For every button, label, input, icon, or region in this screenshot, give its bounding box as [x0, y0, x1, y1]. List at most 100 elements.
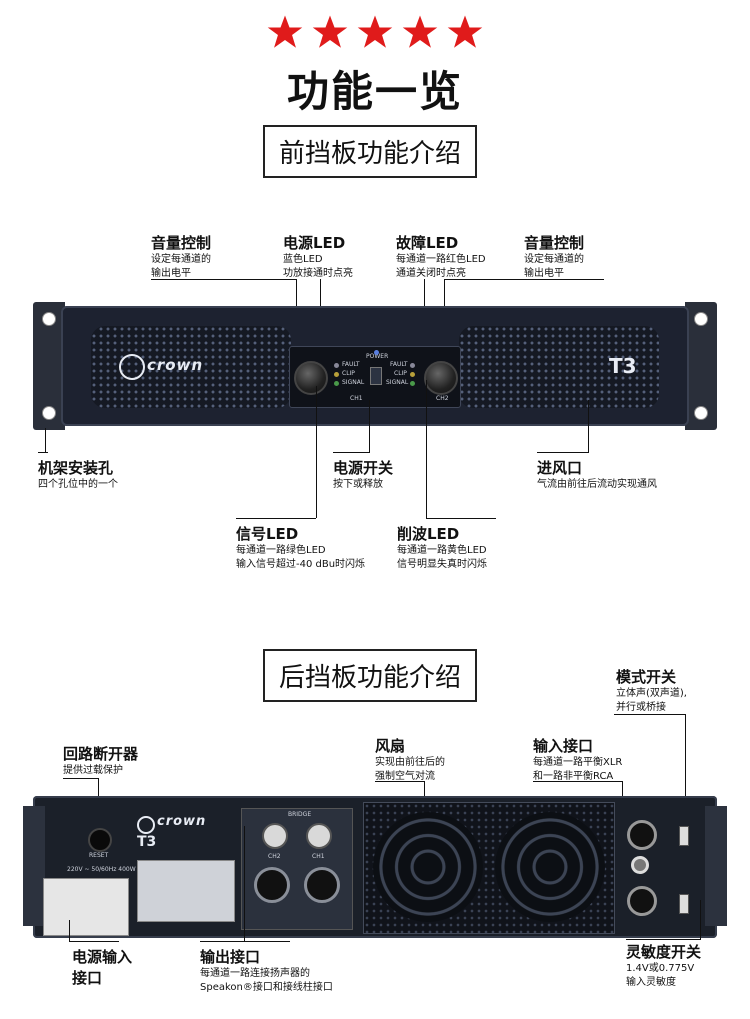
- leader-line: [236, 518, 316, 519]
- leader-line: [537, 452, 589, 453]
- ch1-label: CH1: [312, 853, 325, 860]
- front-section-title: 前挡板功能介绍: [263, 125, 478, 178]
- leader-line: [316, 386, 317, 518]
- binding-post[interactable]: [306, 823, 332, 849]
- fault-label: FAULT: [342, 361, 360, 368]
- mode-switch[interactable]: [679, 826, 689, 846]
- page-title: 功能一览: [286, 67, 463, 116]
- brand-label: crown: [157, 814, 207, 829]
- front-face: crown T3 FAULT CLIP SIGNAL POWER FAULT C…: [61, 306, 689, 426]
- fault-label: FAULT: [390, 361, 408, 368]
- leader-line: [626, 939, 701, 940]
- ch2-label: CH2: [268, 853, 281, 860]
- star-icon: [357, 14, 393, 50]
- circuit-breaker[interactable]: [88, 828, 112, 852]
- leader-line: [700, 900, 701, 940]
- rack-ear-left: [23, 806, 45, 926]
- callout-air-intake: 进风口 气流由前往后流动实现通风: [537, 459, 657, 490]
- leader-line: [38, 452, 48, 453]
- callout-volume-left: 音量控制 设定每通道的 输出电平: [151, 234, 212, 279]
- callout-fan: 风扇 实现由前往后的 强制空气对流: [375, 737, 445, 782]
- rack-hole: [694, 406, 708, 420]
- leader-line: [45, 428, 46, 452]
- rack-ear-right: [705, 806, 727, 926]
- leader-line: [63, 778, 99, 779]
- reset-label: RESET: [89, 852, 109, 859]
- volume-knob-ch1[interactable]: [294, 361, 328, 395]
- callout-power-input: 电源输入 接口: [72, 948, 133, 987]
- front-panel-image: crown T3 FAULT CLIP SIGNAL POWER FAULT C…: [33, 302, 717, 430]
- xlr-input-ch2[interactable]: [627, 886, 657, 916]
- signal-label: SIGNAL: [386, 379, 409, 386]
- rack-ear-left: [33, 302, 65, 430]
- callout-fault-led: 故障LED 每通道一路红色LED 通道关闭时点亮: [396, 234, 486, 279]
- signal-led-ch2: [410, 381, 415, 386]
- callout-power-switch: 电源开关 按下或释放: [333, 459, 394, 490]
- power-switch[interactable]: [370, 367, 382, 385]
- callout-mode-switch: 模式开关 立体声(双声道), 并行或桥接: [616, 668, 687, 713]
- clip-label: CLIP: [342, 370, 355, 377]
- callout-input: 输入接口 每通道一路平衡XLR 和一路非平衡RCA: [533, 737, 623, 782]
- star-icon: [447, 14, 483, 50]
- leader-line: [533, 781, 623, 782]
- model-label: T3: [137, 834, 157, 850]
- rca-input-ch1[interactable]: [631, 856, 649, 874]
- rear-panel-image: RESET 220V ~ 50/60Hz 400W crown T3 BRIDG…: [23, 796, 727, 938]
- rack-hole: [42, 312, 56, 326]
- callout-rack-holes: 机架安装孔 四个孔位中的一个: [38, 459, 118, 490]
- rating-stars: [0, 14, 750, 54]
- speakon-ch1[interactable]: [304, 867, 340, 903]
- rear-section-title: 后挡板功能介绍: [263, 649, 478, 702]
- leader-line: [685, 714, 686, 834]
- leader-line: [151, 279, 297, 280]
- crown-logo-icon: [119, 354, 145, 380]
- leader-line: [375, 781, 425, 782]
- signal-label: SIGNAL: [342, 379, 365, 386]
- callout-sensitivity: 灵敏度开关 1.4V或0.775V 输入灵敏度: [626, 943, 702, 988]
- output-panel: BRIDGE CH2 CH1: [241, 808, 353, 930]
- sensitivity-switch[interactable]: [679, 894, 689, 914]
- rack-hole: [694, 312, 708, 326]
- fault-led-ch2: [410, 363, 415, 368]
- fault-led-ch1: [334, 363, 339, 368]
- air-intake-grille-right: [459, 326, 659, 408]
- leader-line: [333, 452, 370, 453]
- star-icon: [267, 14, 303, 50]
- control-panel: FAULT CLIP SIGNAL POWER FAULT CLIP SIGNA…: [289, 346, 461, 408]
- callout-clip-led: 削波LED 每通道一路黄色LED 信号明显失真时闪烁: [397, 525, 487, 570]
- fan-icon: [495, 812, 605, 922]
- volume-knob-ch2[interactable]: [424, 361, 458, 395]
- callout-output: 输出接口 每通道一路连接扬声器的 Speakon®接口和接线柱接口: [200, 948, 333, 993]
- rack-hole: [42, 406, 56, 420]
- leader-line: [200, 941, 290, 942]
- ch2-label: CH2: [436, 395, 449, 402]
- leader-line: [614, 714, 686, 715]
- star-icon: [402, 14, 438, 50]
- rack-ear-right: [685, 302, 717, 430]
- callout-volume-right: 音量控制 设定每通道的 输出电平: [524, 234, 585, 279]
- bridge-label: BRIDGE: [288, 811, 312, 818]
- callout-power-led: 电源LED 蓝色LED 功放接通时点亮: [283, 234, 353, 279]
- power-led: [374, 350, 379, 355]
- leader-line: [69, 941, 119, 942]
- leader-line: [444, 279, 604, 280]
- leader-line: [69, 920, 70, 942]
- leader-line: [426, 380, 427, 518]
- leader-line: [588, 400, 589, 452]
- spec-label: [137, 860, 235, 922]
- ch1-label: CH1: [350, 395, 363, 402]
- clip-led-ch2: [410, 372, 415, 377]
- fan-icon: [373, 812, 483, 922]
- model-label: T3: [609, 354, 637, 378]
- clip-label: CLIP: [394, 370, 407, 377]
- xlr-input-ch1[interactable]: [627, 820, 657, 850]
- leader-line: [369, 400, 370, 452]
- binding-post[interactable]: [262, 823, 288, 849]
- star-icon: [312, 14, 348, 50]
- power-inlet-label: [43, 878, 129, 936]
- speakon-ch2[interactable]: [254, 867, 290, 903]
- power-label: POWER: [366, 353, 389, 360]
- voltage-label: 220V ~ 50/60Hz 400W: [67, 866, 136, 873]
- leader-line: [426, 518, 496, 519]
- signal-led-ch1: [334, 381, 339, 386]
